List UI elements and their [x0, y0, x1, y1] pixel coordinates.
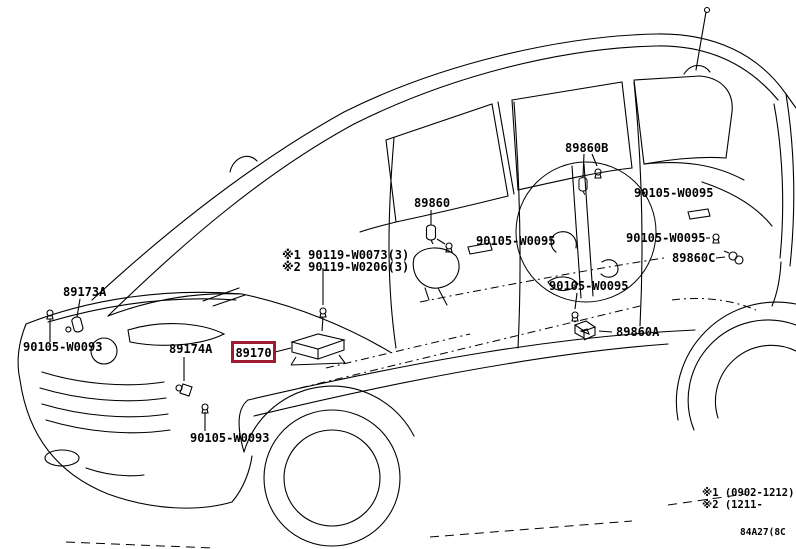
pillar-inner-2 — [583, 163, 594, 297]
beltline-front — [359, 221, 397, 233]
bolt-90105-w0095-rear — [712, 233, 720, 244]
footnote-2: ※2 (1211- ) — [702, 499, 796, 511]
tailgate-2 — [773, 103, 784, 259]
wiper-2 — [212, 294, 246, 307]
page-code: 84A27(8C — [740, 527, 786, 538]
rocker-2 — [253, 343, 669, 417]
part-label-90105-w0093-1[interactable]: 90105-W0093 — [23, 340, 102, 354]
pillar-bump — [229, 155, 258, 173]
fender-line — [241, 293, 391, 353]
quarter-glass — [633, 75, 733, 165]
door-seam-3 — [633, 81, 643, 327]
detail-hinge — [600, 259, 619, 278]
selected-part-number: 89170 — [235, 346, 271, 360]
grille-slat-1 — [41, 371, 165, 386]
component-89860-sensor — [425, 224, 437, 245]
part-label-90105-w0093-2[interactable]: 90105-W0093 — [190, 431, 269, 445]
hood-front — [25, 291, 243, 325]
bolt-90105-w0095-center — [445, 242, 453, 253]
door-seam-1 — [388, 137, 397, 349]
car-line-art — [17, 6, 796, 547]
part-label-89860a[interactable]: 89860A — [616, 325, 660, 339]
rear-door-glass — [511, 81, 633, 191]
detail-circle — [515, 161, 657, 303]
rear-crease — [701, 181, 773, 227]
bolt-90119 — [319, 307, 327, 318]
selected-part-label-89170[interactable]: 89170 — [231, 341, 276, 363]
bumper-corner — [231, 455, 253, 503]
hood-left — [17, 323, 27, 381]
front-rim — [283, 429, 381, 527]
part-label-90105-w0095-1[interactable]: 90105-W0095 — [634, 186, 713, 200]
drip-rail — [353, 45, 779, 125]
part-label-90119-w0206[interactable]: ※2 90119-W0206(3) — [282, 260, 409, 274]
door-handle-1 — [467, 242, 493, 255]
bolt-90105-w0095-door — [571, 311, 579, 322]
bumper — [19, 379, 233, 509]
part-labels: 89860B 90105-W0095 89860 90105-W0095 ※1 … — [23, 141, 715, 445]
selected-part-box — [231, 341, 276, 363]
part-label-89173a[interactable]: 89173A — [63, 285, 107, 299]
b-pillar — [497, 101, 515, 195]
rear-tire — [687, 319, 796, 431]
part-label-89860c[interactable]: 89860C — [672, 251, 715, 265]
fog-light — [44, 449, 80, 467]
rocker-1 — [247, 329, 696, 401]
rear-wheel-arch — [675, 301, 796, 421]
pillar-inner-1 — [571, 165, 582, 299]
beltline-rear — [643, 162, 745, 181]
door-handle-2 — [687, 208, 711, 220]
part-label-90105-w0095-4[interactable]: 90105-W0095 — [549, 279, 628, 293]
tailgate-1 — [785, 93, 795, 267]
part-label-89174a[interactable]: 89174A — [169, 342, 213, 356]
a-pillar-outer — [91, 111, 345, 301]
footnote-1: ※1 (0902-1212) — [702, 487, 794, 499]
construction-lines — [299, 257, 757, 389]
antenna-icon — [695, 11, 707, 71]
grille-slat-2 — [39, 387, 167, 402]
emblem — [90, 337, 118, 365]
side-mirror — [412, 247, 460, 289]
part-label-89860b[interactable]: 89860B — [565, 141, 608, 155]
detail-squiggle-1 — [547, 276, 579, 292]
front-wheel-arch — [243, 385, 415, 453]
part-label-90105-w0095-3[interactable]: 90105-W0095 — [626, 231, 705, 245]
rear-bumper-edge — [771, 261, 782, 307]
bolt-90105-w0093-2 — [201, 403, 209, 414]
component-89860a-sensor — [573, 320, 597, 341]
bolt-90105-w0095-pillar — [594, 168, 602, 179]
plate-line — [85, 467, 145, 477]
rear-rim — [714, 344, 796, 419]
part-label-89860[interactable]: 89860 — [414, 196, 450, 210]
headlight — [127, 323, 226, 346]
ground-lines — [65, 493, 746, 549]
footnotes: ※1 (0902-1212) ※2 (1211- ) 84A27(8C — [702, 487, 796, 538]
part-label-90119-w0073[interactable]: ※1 90119-W0073(3) — [282, 248, 409, 262]
component-89170-ecu — [290, 333, 346, 366]
component-89860c-sensor — [723, 250, 744, 265]
component-89174a-sensor — [175, 383, 193, 397]
front-tire — [263, 409, 401, 547]
antenna-tip — [703, 6, 711, 14]
arch-join — [238, 399, 249, 453]
a-pillar-inner — [107, 123, 355, 317]
component-89173a-sensor — [65, 316, 84, 333]
cowl — [107, 293, 243, 317]
leader-lines — [49, 153, 726, 431]
part-label-90105-w0095-2[interactable]: 90105-W0095 — [476, 234, 555, 248]
hood-crease — [47, 298, 237, 323]
grille-slat-3 — [41, 403, 169, 418]
roof-edge — [343, 33, 796, 113]
front-door-glass — [385, 103, 509, 223]
antenna-base — [683, 64, 711, 75]
grille-slat-4 — [45, 419, 171, 434]
bolt-90105-w0093-1 — [46, 309, 54, 320]
mirror-stalk — [424, 287, 448, 306]
detail-squiggle-2 — [550, 231, 577, 253]
component-89860b-sensor — [578, 177, 588, 195]
door-seam-2 — [513, 101, 521, 349]
component-glyphs — [46, 168, 744, 414]
